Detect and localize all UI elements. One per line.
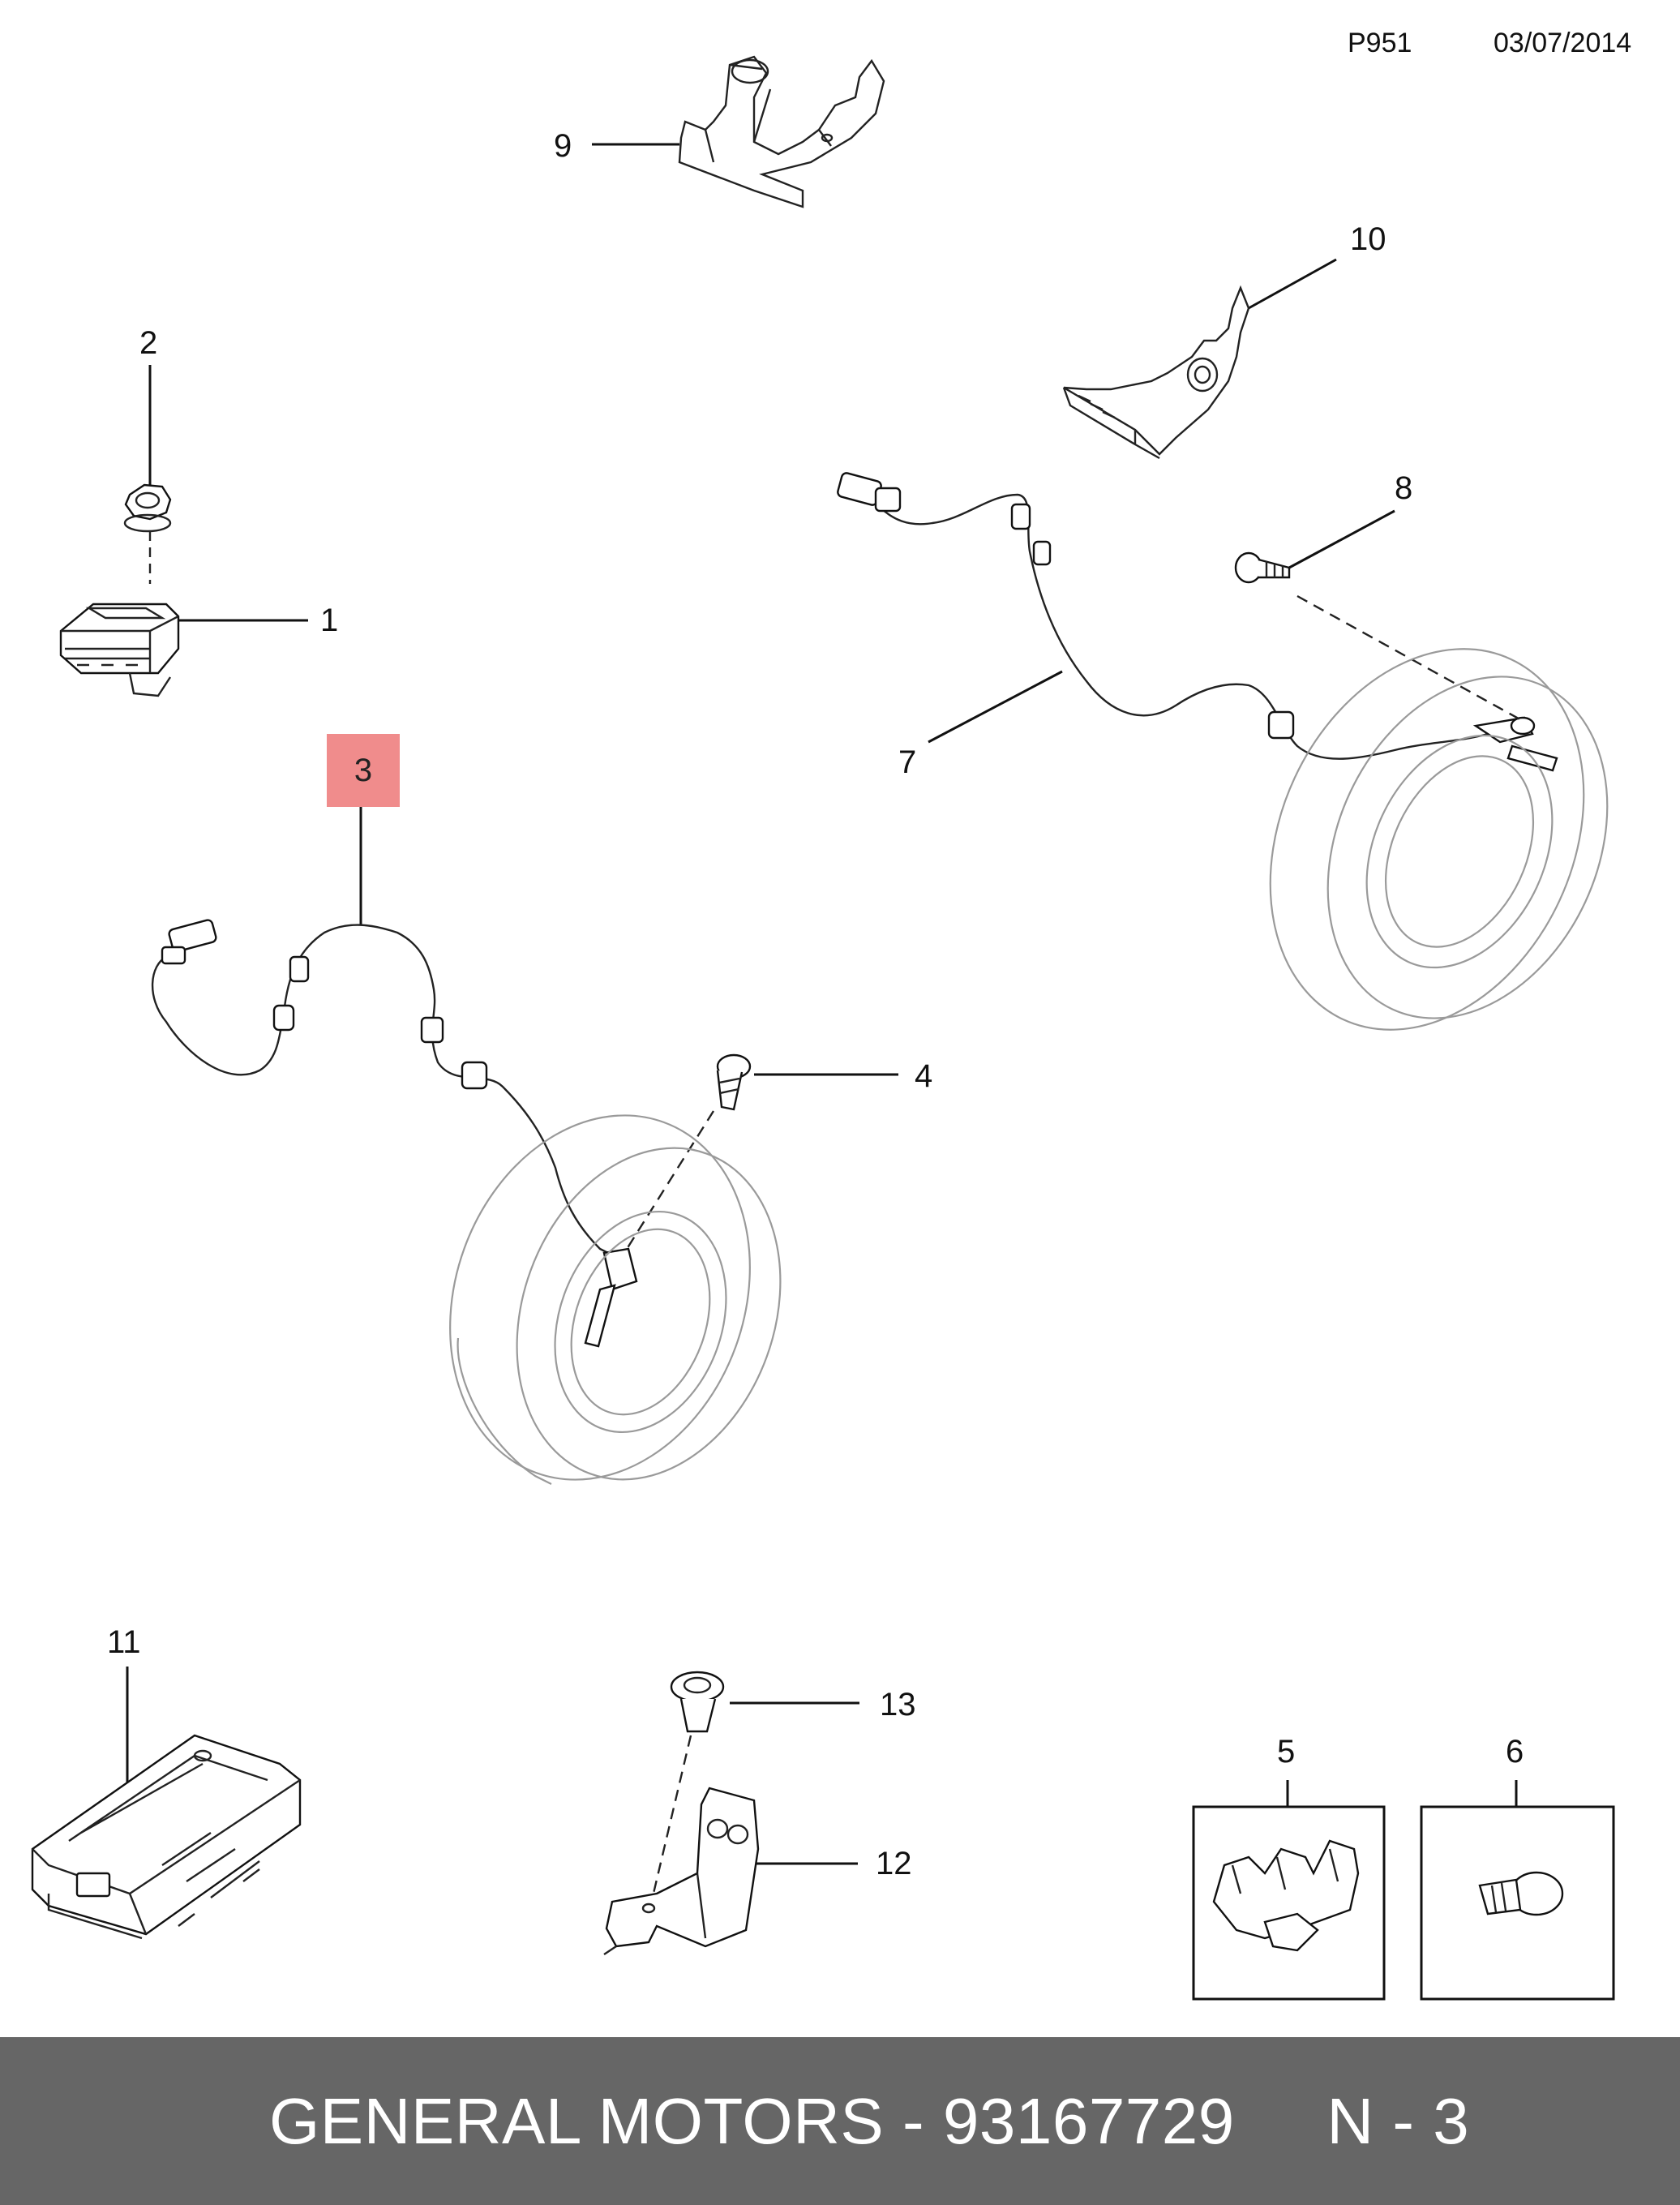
footer-part-number: GENERAL MOTORS - 93167729 N - 3	[269, 2085, 1470, 2157]
control-unit-part-11	[31, 1734, 302, 1940]
callout-5: 5	[1277, 1734, 1296, 1770]
bracket-part-10	[1062, 285, 1250, 460]
callout-9: 9	[554, 128, 572, 164]
callout-1: 1	[320, 603, 339, 638]
callout-7: 7	[898, 744, 917, 780]
highlighted-callout-3: 3	[327, 734, 400, 807]
left-tyre	[449, 1114, 782, 1485]
callout-4: 4	[915, 1058, 933, 1094]
part-6-box	[1420, 1805, 1615, 2001]
callout-11: 11	[107, 1624, 141, 1660]
clip-screw-part-13	[647, 1671, 725, 1915]
parts-drawing	[31, 55, 1615, 2001]
sensor-module-part-1	[59, 603, 180, 697]
part-5-box	[1192, 1805, 1386, 2001]
wheel-speed-sensor-part-7	[837, 472, 1558, 772]
bolt-part-8	[1234, 551, 1525, 723]
footer-bar: GENERAL MOTORS - 93167729 N - 3	[0, 2037, 1680, 2205]
diagram-date: 03/07/2014	[1494, 28, 1632, 58]
leader-lines	[126, 143, 1518, 1865]
nut-part-2	[123, 483, 172, 584]
bracket-part-12	[603, 1787, 760, 1955]
callout-10: 10	[1350, 221, 1386, 257]
callout-8: 8	[1395, 470, 1413, 506]
bracket-part-9	[678, 55, 885, 208]
callout-2: 2	[139, 325, 158, 361]
callout-13: 13	[880, 1687, 916, 1722]
page-code: P951	[1348, 28, 1412, 58]
parts-diagram: P951 03/07/2014	[31, 28, 1632, 2001]
callout-6: 6	[1506, 1734, 1524, 1770]
bolt-part-4	[623, 1053, 752, 1254]
right-tyre	[1269, 648, 1609, 1031]
wheel-speed-sensor-part-3	[151, 919, 638, 1348]
callout-12: 12	[876, 1846, 912, 1881]
